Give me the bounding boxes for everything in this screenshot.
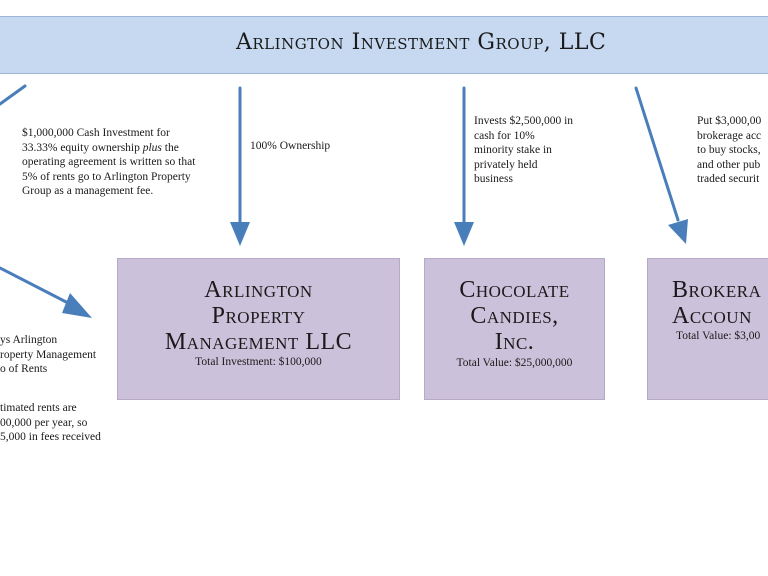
arrowhead-parent-to-brokerage	[668, 219, 688, 244]
arrow-to-property-management-diagonal	[0, 266, 74, 307]
brokerage-investment-note: Put $3,000,00 brokerage acc to buy stock…	[697, 115, 762, 185]
entity-box-property-management: Arlington Property Management LLC Total …	[117, 258, 400, 400]
arrowhead-parent-to-property-management	[230, 222, 250, 246]
entity-name-property-management: Arlington Property Management LLC	[164, 277, 353, 355]
entity-value-brokerage: Total Value: $3,00	[676, 330, 761, 342]
arrow-parent-to-brokerage	[634, 86, 680, 222]
parent-entity-banner	[0, 16, 768, 74]
arrow-parent-to-left-offscreen	[0, 84, 27, 106]
arrowhead-to-property-management-diagonal	[62, 293, 92, 318]
pays-rents-note: ys Arlington roperty Management o of Ren…	[0, 334, 97, 375]
entity-value-property-management: Total Investment: $100,000	[195, 356, 322, 368]
entity-name-chocolate-candies: Chocolate Candies, Inc.	[459, 277, 570, 355]
cash-investment-note: $1,000,000 Cash Investment for 33.33% eq…	[22, 127, 196, 197]
parent-entity-title: Arlington Investment Group, LLC	[236, 30, 607, 55]
chocolate-investment-note: Invests $2,500,000 in cash for 10% minor…	[474, 115, 574, 185]
entity-box-brokerage: Brokera Accoun Total Value: $3,00	[647, 258, 768, 400]
entity-name-brokerage: Brokera Accoun	[672, 277, 762, 329]
entity-box-chocolate-candies: Chocolate Candies, Inc. Total Value: $25…	[424, 258, 605, 400]
ownership-note: 100% Ownership	[250, 140, 331, 152]
estimated-rents-note: timated rents are 00,000 per year, so 5,…	[0, 402, 101, 443]
arrowhead-parent-to-chocolate-candies	[454, 222, 474, 246]
entity-value-chocolate-candies: Total Value: $25,000,000	[456, 357, 573, 369]
